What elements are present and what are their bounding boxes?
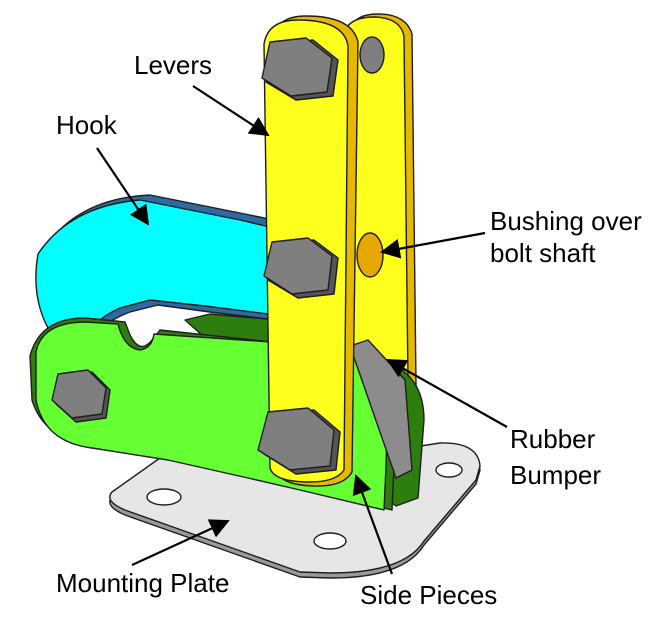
label-side-pieces: Side Pieces — [360, 580, 497, 610]
leader-bushing — [380, 231, 486, 259]
leader-mounting-plate — [131, 519, 230, 566]
hex-bolt-icon — [261, 37, 339, 101]
mounting-hole — [435, 462, 463, 478]
leader-hook — [96, 147, 150, 226]
mounting-hole — [146, 488, 182, 506]
hex-bolt-icon — [263, 237, 339, 299]
hex-bolt-icon — [257, 407, 341, 475]
label-mounting-plate: Mounting Plate — [56, 568, 229, 598]
leader-lines — [96, 85, 508, 575]
lever-back-face — [343, 16, 409, 385]
leader-levers — [192, 85, 270, 137]
label-bumper-line2: Bumper — [510, 460, 601, 490]
label-bushing-line1: Bushing over — [490, 206, 642, 236]
leader-side-pieces — [352, 474, 394, 575]
label-hook: Hook — [56, 110, 118, 140]
bushing — [356, 232, 384, 278]
hex-bolt-icon — [51, 369, 111, 423]
mounting-hole — [313, 532, 347, 550]
label-bumper-line1: Rubber — [510, 424, 596, 454]
label-levers: Levers — [134, 50, 212, 80]
leader-bumper — [386, 359, 508, 428]
lever-back — [343, 13, 417, 386]
label-bushing-line2: bolt shaft — [490, 238, 596, 268]
bolt-head-back — [359, 36, 385, 74]
